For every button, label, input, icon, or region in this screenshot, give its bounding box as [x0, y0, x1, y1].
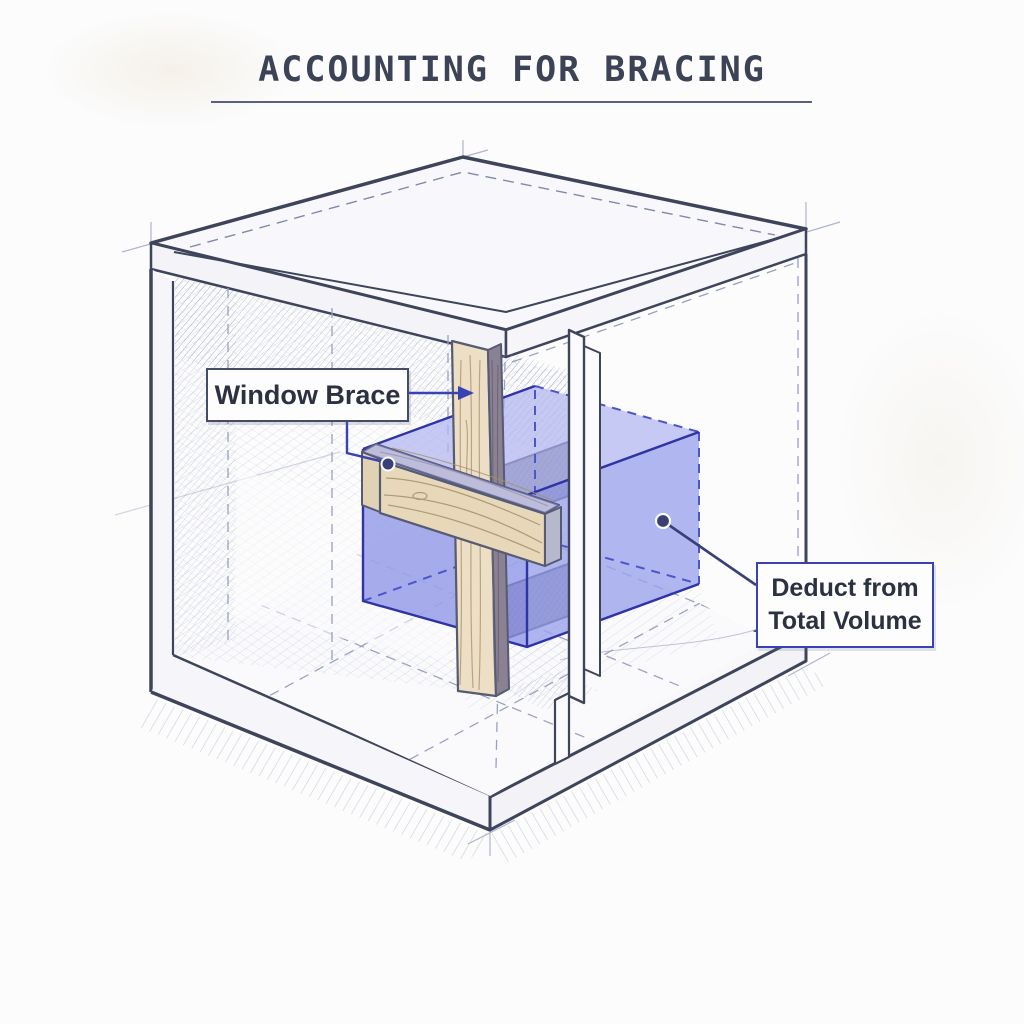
deduct-leader-line: [662, 519, 757, 587]
annotations: [345, 386, 757, 587]
window-brace-beam: [361, 443, 562, 568]
volume-leader-dot-icon: [654, 512, 672, 530]
page-title: ACCOUNTING FOR BRACING: [258, 50, 766, 90]
arrow-right-icon: [458, 386, 474, 400]
deduct-volume-label: Deduct from Total Volume: [756, 562, 934, 648]
window-brace-label-text: Window Brace: [214, 379, 401, 410]
window-brace-leader-line: [345, 419, 385, 464]
title-underline: [211, 101, 812, 103]
beam-end-face-right: [544, 506, 562, 567]
beam-wood-grain: [383, 477, 543, 554]
crate-bottom-right-rail-front: [488, 632, 808, 832]
window-brace-label: Window Brace: [206, 368, 409, 422]
cut-wall-edge: [553, 328, 601, 766]
exterior-hatching: [134, 665, 828, 862]
crate: [149, 155, 808, 832]
deduct-label-line1: Deduct from: [771, 574, 919, 602]
crate-bottom-left-rail: [151, 655, 490, 830]
deduct-label-line2: Total Volume: [768, 607, 922, 635]
crate-left-wall-edge-face: [151, 269, 173, 692]
beam-leader-dot-icon: [380, 456, 396, 472]
